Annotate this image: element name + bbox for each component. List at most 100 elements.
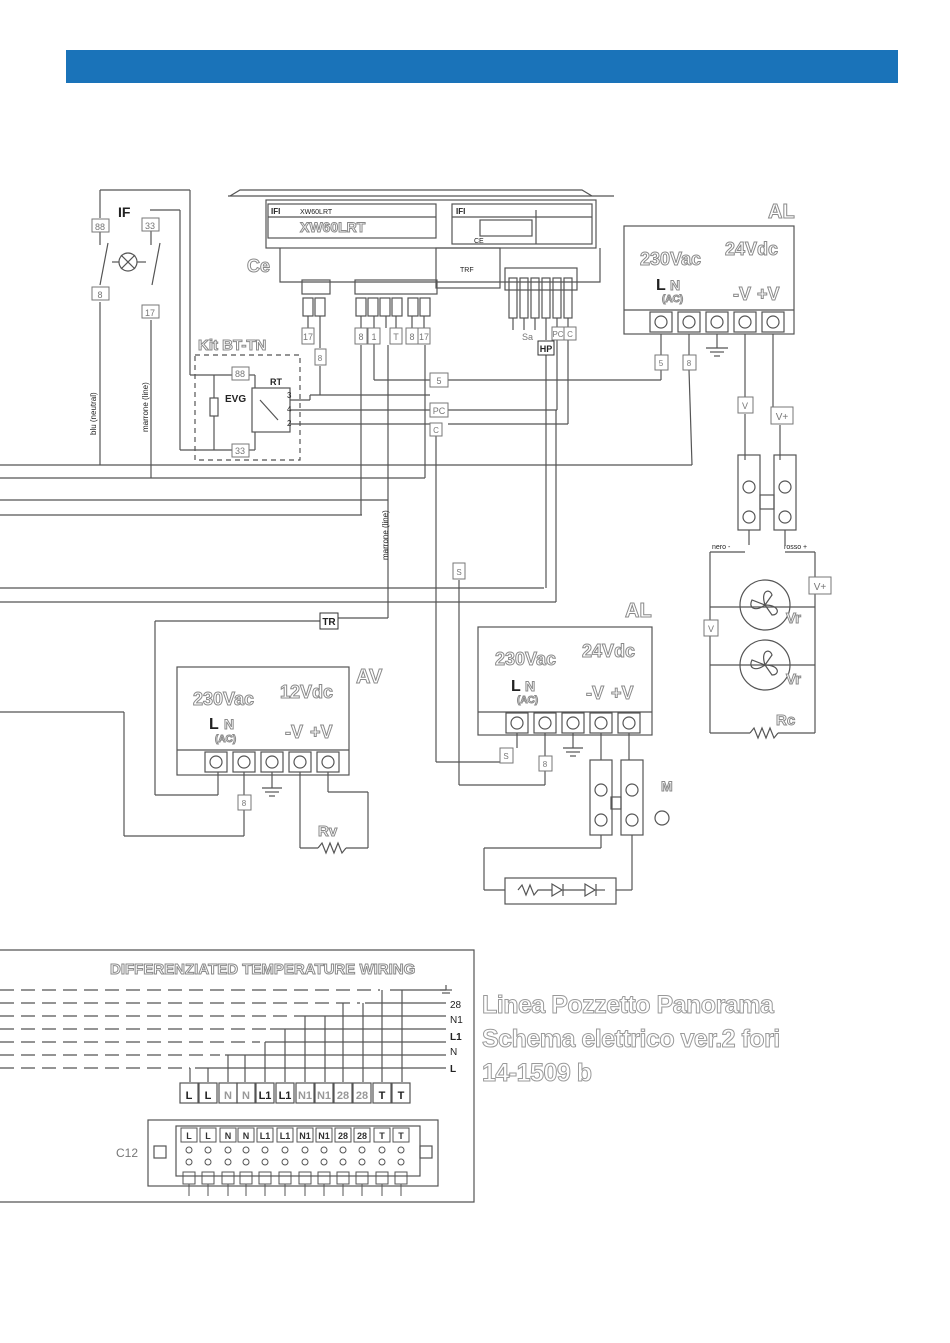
controller-tag-box — [417, 327, 431, 345]
al-top-label: AL — [768, 201, 795, 223]
al-bottom-tag-8: 8 — [543, 760, 548, 769]
evg-label: EVG — [225, 394, 246, 405]
if-term-33: 33 — [145, 221, 155, 231]
controller-tag: 8 — [358, 332, 363, 342]
ce-mark: CE — [474, 238, 484, 245]
c12-terminal-label: T — [379, 1131, 385, 1141]
c12-screw — [320, 1146, 328, 1154]
rt-label: RT — [270, 377, 282, 387]
if-term-8: 8 — [97, 290, 102, 300]
diff-upper-term: 28 — [356, 1090, 368, 1102]
c12-screw — [261, 1158, 269, 1166]
c12-foot — [182, 1171, 196, 1185]
c12-screw — [397, 1146, 405, 1154]
al-bottom-ac: (AC) — [517, 695, 538, 706]
diff-upper-term: T — [398, 1090, 405, 1102]
trf-label: TRF — [460, 267, 474, 274]
c12-foot — [317, 1171, 331, 1185]
diff-upper-term: L — [205, 1090, 212, 1102]
al-top-vac: 230Vac — [640, 249, 701, 269]
c12-foot — [201, 1171, 215, 1185]
c12-screw — [185, 1146, 193, 1154]
al-top-tag-8: 8 — [687, 359, 692, 368]
c12-screw — [185, 1158, 193, 1166]
av-minus-v: -V — [285, 722, 303, 742]
av-label: AV — [356, 666, 383, 688]
c12-screw — [242, 1158, 250, 1166]
tag-5: 5 — [436, 376, 441, 386]
c12-screw — [204, 1158, 212, 1166]
c12-terminal-label: L1 — [280, 1131, 291, 1141]
c12-terminal-label: 28 — [338, 1131, 348, 1141]
al-top-n: N — [670, 277, 680, 293]
al-top-minus-v: -V — [733, 284, 751, 304]
controller-brand: IFI — [271, 207, 280, 216]
c12-foot — [394, 1171, 408, 1185]
c12-screw — [397, 1158, 405, 1166]
wire-blu-label: blu (neutral) — [89, 392, 98, 435]
if-term-17: 17 — [145, 308, 155, 318]
av-vdc: 12Vdc — [280, 682, 333, 702]
av-plus-v: +V — [310, 722, 333, 742]
c12-screw — [320, 1158, 328, 1166]
c12-foot — [336, 1171, 350, 1185]
kit-label: Kit BT-TN — [198, 337, 266, 354]
al-bottom-l: L — [511, 678, 521, 695]
controller-tag: 17 — [419, 332, 429, 342]
controller-tag: 17 — [303, 332, 313, 342]
c12-terminal — [199, 1127, 217, 1143]
c12-screw — [358, 1146, 366, 1154]
wire-nero: nero - — [712, 544, 731, 551]
av-l: L — [209, 716, 219, 733]
c12-screw — [339, 1146, 347, 1154]
fan-v-minus: V — [742, 401, 748, 411]
c12-screw — [301, 1146, 309, 1154]
controller-model: XW60LRT — [300, 219, 366, 235]
c12-terminal-label: L1 — [260, 1131, 271, 1141]
al-bottom-plus-v: +V — [611, 683, 634, 703]
c12-screw — [339, 1158, 347, 1166]
al-bottom-m: M — [661, 778, 673, 794]
rt-contact-3: 3 — [287, 391, 292, 400]
al-top-tag-5: 5 — [659, 359, 664, 368]
controller-tag: 8 — [409, 332, 414, 342]
c12-terminal-label: N1 — [299, 1131, 311, 1141]
diff-title: DIFFERENZIATED TEMPERATURE WIRING — [110, 961, 415, 978]
controller-model-small: XW60LRT — [300, 209, 333, 216]
fan-v-left: V — [708, 624, 714, 634]
kit-term-33: 33 — [235, 446, 245, 456]
controller-tag-box — [354, 327, 368, 345]
diff-upper-term: L1 — [259, 1090, 272, 1102]
controller-tag-box — [367, 327, 381, 345]
diff-upper-term: N1 — [298, 1090, 312, 1102]
c12-screw — [301, 1158, 309, 1166]
c12-screw — [281, 1158, 289, 1166]
c12-foot — [239, 1171, 253, 1185]
c12-terminal-label: N1 — [318, 1131, 330, 1141]
tr-tag: TR — [322, 617, 336, 628]
marrone-mid-label: marrone (line) — [381, 510, 390, 560]
diff-upper-term: N — [224, 1090, 232, 1102]
al-top-vdc: 24Vdc — [725, 239, 778, 259]
if-term-88: 88 — [95, 222, 105, 232]
c12-terminal-label: 28 — [357, 1131, 367, 1141]
fan-vr-1: Vr — [786, 610, 801, 627]
fan-vr-2: Vr — [786, 671, 801, 688]
kit-wire-tag: 8 — [318, 354, 323, 363]
c12-screw — [224, 1158, 232, 1166]
c12-foot — [298, 1171, 312, 1185]
al-top-plus-v: +V — [757, 284, 780, 304]
diff-upper-term: N — [242, 1090, 250, 1102]
al-bottom-vdc: 24Vdc — [582, 641, 635, 661]
c12-terminal — [353, 1127, 371, 1143]
c12-terminal-label: L — [186, 1131, 192, 1141]
fan-v-right: V+ — [814, 582, 827, 593]
pc-tag: PC — [552, 330, 563, 339]
av-rv: Rv — [318, 823, 338, 840]
diff-line-l: L — [450, 1064, 456, 1075]
fan-rc: Rc — [776, 712, 795, 729]
c12-screw — [378, 1146, 386, 1154]
al-top-l: L — [656, 277, 666, 294]
av-ac: (AC) — [215, 734, 236, 745]
